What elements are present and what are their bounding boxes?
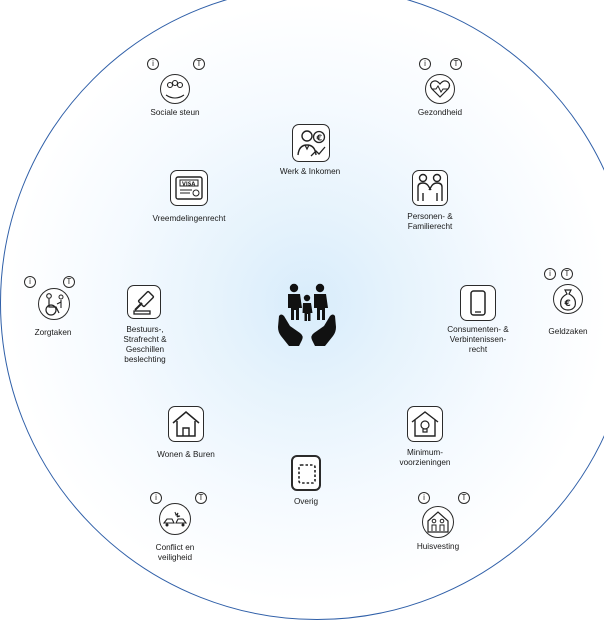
heart-pulse-icon xyxy=(429,80,451,98)
wheelchair-icon xyxy=(45,293,64,316)
category-label: Vreemdelingenrecht xyxy=(152,214,226,223)
info-badge[interactable]: i xyxy=(147,58,159,70)
outer-label: Conflict en veiligheid xyxy=(155,543,195,562)
category-label: Bestuurs-, Strafrecht & Geschillen besle… xyxy=(123,325,167,364)
family-in-hands-icon[interactable] xyxy=(277,282,337,348)
money-bag-icon: € xyxy=(560,289,576,311)
handshake-icon xyxy=(417,173,443,201)
info-badge[interactable]: i xyxy=(150,492,162,504)
category-label: Overig xyxy=(293,497,319,506)
square-icon xyxy=(298,464,316,484)
house-icon xyxy=(172,411,200,437)
svg-text:€: € xyxy=(564,299,571,309)
info-badge[interactable]: i xyxy=(418,492,430,504)
tool-badge[interactable]: T xyxy=(458,492,470,504)
category-label: Wonen & Buren xyxy=(157,450,215,459)
category-label: Werk & Inkomen xyxy=(279,167,341,176)
job-income-icon: € xyxy=(297,130,326,157)
house-lightbulb-icon xyxy=(411,411,439,437)
tool-badge[interactable]: T xyxy=(63,276,75,288)
family-house-icon xyxy=(427,511,449,533)
svg-text:€: € xyxy=(316,134,323,143)
category-label: Minimum- voorzieningen xyxy=(399,448,451,467)
info-badge[interactable]: i xyxy=(544,268,556,280)
phone-icon xyxy=(470,290,486,316)
outer-label: Geldzaken xyxy=(548,327,588,336)
info-badge[interactable]: i xyxy=(24,276,36,288)
info-badge[interactable]: i xyxy=(419,58,431,70)
visa-icon: VISA xyxy=(175,176,203,200)
outer-label: Huisvesting xyxy=(416,542,460,551)
car-crash-icon xyxy=(162,511,188,527)
category-label: Consumenten- & Verbintenissen- recht xyxy=(447,325,509,354)
tool-badge[interactable]: T xyxy=(195,492,207,504)
svg-text:VISA: VISA xyxy=(182,181,195,187)
outer-label: Sociale steun xyxy=(150,108,200,117)
outer-label: Zorgtaken xyxy=(34,328,72,337)
category-label: Personen- & Familierecht xyxy=(407,212,453,231)
tool-badge[interactable]: T xyxy=(450,58,462,70)
tool-badge[interactable]: T xyxy=(561,268,573,280)
outer-label: Gezondheid xyxy=(417,108,463,117)
gavel-icon xyxy=(133,290,155,315)
tool-badge[interactable]: T xyxy=(193,58,205,70)
support-group-icon xyxy=(165,79,185,99)
